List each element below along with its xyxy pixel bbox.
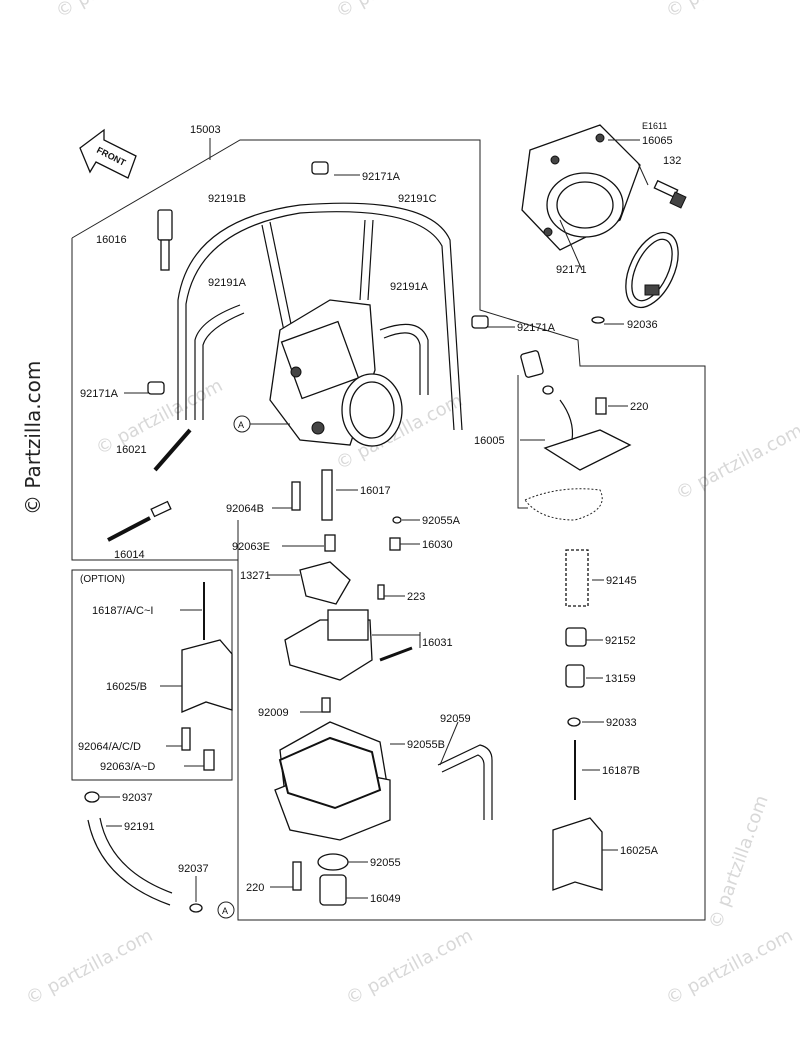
- label-92064b: 92064B: [226, 503, 264, 515]
- label-92063e: 92063E: [232, 541, 270, 553]
- watermarks: © Partzilla.com © partzilla.com © partzi…: [21, 0, 800, 1009]
- watermark-top-center: © partzilla.com: [332, 0, 466, 22]
- float-bowl: [274, 721, 493, 906]
- label-223: 223: [407, 591, 425, 603]
- label-16065: 16065: [642, 135, 673, 147]
- carburetor-body: [269, 299, 403, 447]
- part-labels: 15003 16065 132 92171A 92191B 92191C 160…: [78, 124, 681, 905]
- label-16025a: 16025A: [620, 845, 659, 857]
- label-132: 132: [663, 155, 681, 167]
- watermark-bottom-left: © partzilla.com: [22, 925, 156, 1009]
- label-92191a-left: 92191A: [208, 277, 247, 289]
- label-16021: 16021: [116, 444, 147, 456]
- label-13271: 13271: [240, 570, 271, 582]
- throttle-parts: [520, 316, 632, 521]
- drain-hose: [84, 791, 203, 913]
- watermark-bottom-center: © partzilla.com: [342, 925, 476, 1009]
- label-16031: 16031: [422, 637, 453, 649]
- label-92037-bottom: 92037: [178, 863, 209, 875]
- label-220-top: 220: [630, 401, 648, 413]
- label-220-bottom: 220: [246, 882, 264, 894]
- leader-lines: [100, 139, 649, 902]
- label-16025-b: 16025/B: [106, 681, 147, 693]
- label-92059: 92059: [440, 713, 471, 725]
- center-parts: [284, 469, 413, 713]
- svg-text:A: A: [238, 420, 244, 430]
- clamp-92171: [625, 231, 679, 309]
- label-92037-top: 92037: [122, 792, 153, 804]
- label-92171a-left: 92171A: [80, 388, 119, 400]
- watermark-top-left: © partzilla.com: [52, 0, 186, 22]
- label-92055b: 92055B: [407, 739, 445, 751]
- label-16016: 16016: [96, 234, 127, 246]
- label-92191c: 92191C: [398, 193, 437, 205]
- label-15003: 15003: [190, 124, 221, 136]
- option-label: (OPTION): [80, 574, 125, 585]
- callout-a-bottom: A: [217, 901, 235, 919]
- svg-text:A: A: [222, 906, 228, 916]
- watermark-bottom-right: © partzilla.com: [662, 925, 796, 1009]
- label-92033: 92033: [606, 717, 637, 729]
- label-92145: 92145: [606, 575, 637, 587]
- hose-clips: [147, 161, 489, 395]
- label-92152: 92152: [605, 635, 636, 647]
- diagram-code: E1611: [642, 121, 667, 131]
- watermark-top-right: © partzilla.com: [662, 0, 796, 22]
- label-92055: 92055: [370, 857, 401, 869]
- label-16005: 16005: [474, 435, 505, 447]
- label-16014: 16014: [114, 549, 145, 561]
- side-watermark: © Partzilla.com: [21, 361, 45, 515]
- label-16187b: 16187B: [602, 765, 640, 777]
- option-parts: [181, 582, 233, 771]
- label-92064-a-c-d: 92064/A/C/D: [78, 741, 141, 753]
- label-16017: 16017: [360, 485, 391, 497]
- label-92171a-mid: 92171A: [517, 322, 556, 334]
- label-92171: 92171: [556, 264, 587, 276]
- label-92191a-right: 92191A: [390, 281, 429, 293]
- label-92191b: 92191B: [208, 193, 246, 205]
- label-16049: 16049: [370, 893, 401, 905]
- front-arrow: FRONT: [79, 128, 137, 179]
- hot-starter-16016: [157, 209, 173, 271]
- callout-a-top: A: [233, 415, 290, 433]
- intake-manifold-16065: [521, 124, 641, 251]
- label-16187-a-c-i: 16187/A/C~I: [92, 605, 153, 617]
- right-column-parts: [552, 549, 603, 891]
- label-92036: 92036: [627, 319, 658, 331]
- label-16030: 16030: [422, 539, 453, 551]
- bolt-132: [653, 179, 687, 209]
- watermark-right: © partzilla.com: [672, 420, 800, 504]
- watermark-right-edge: © partzilla.com: [705, 793, 773, 932]
- label-92009: 92009: [258, 707, 289, 719]
- vent-hoses: [177, 202, 463, 431]
- label-92063-a-d: 92063/A~D: [100, 761, 155, 773]
- label-92171a-top: 92171A: [362, 171, 401, 183]
- label-13159: 13159: [605, 673, 636, 685]
- label-92191: 92191: [124, 821, 155, 833]
- label-92055a: 92055A: [422, 515, 461, 527]
- screws-16021-16014: [107, 428, 192, 542]
